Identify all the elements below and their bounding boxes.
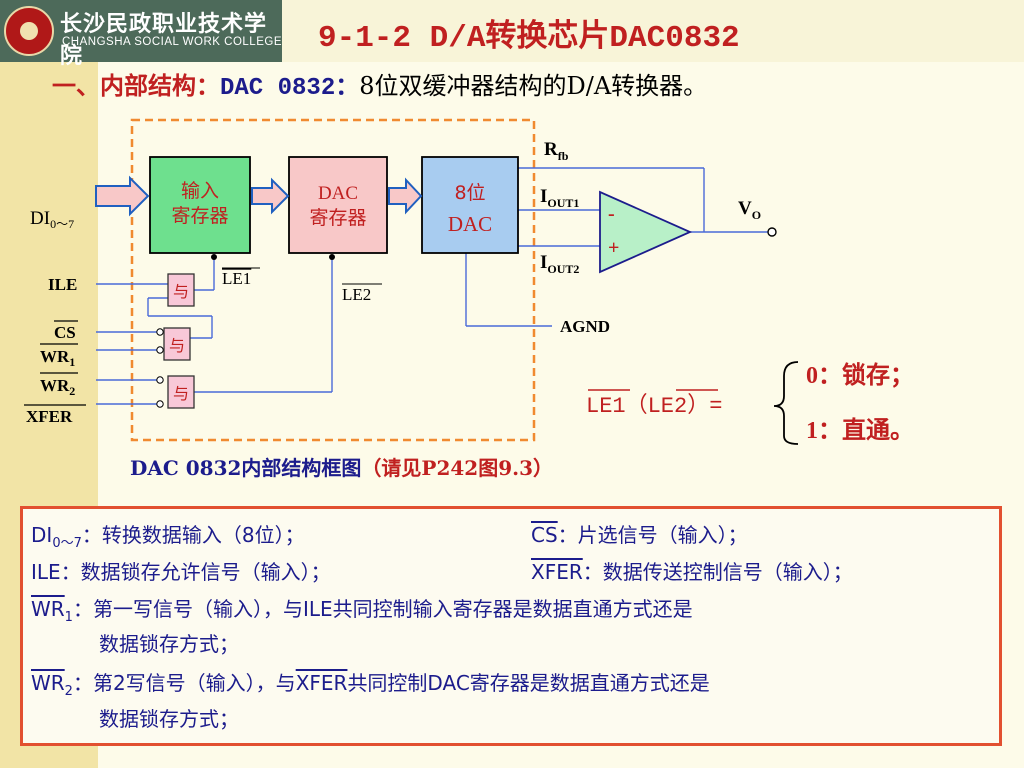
vo-text: V: [738, 198, 752, 219]
rfb-label: Rfb: [544, 139, 569, 163]
desc-wr1-sub: 1: [64, 610, 73, 625]
seal-center: [20, 22, 38, 40]
arrow-input: [95, 175, 150, 217]
desc-wr2-sig: WR: [31, 671, 65, 695]
xfer-label: XFER: [26, 407, 73, 426]
desc-xfer-sig: XFER: [531, 560, 583, 584]
slide-subtitle: 一、内部结构：DAC 0832：8位双缓冲器结构的D/A转换器。: [52, 66, 707, 102]
desc-line-1: DI0～7：转换数据输入（8位）； CS：片选信号（输入）；: [31, 519, 748, 551]
le-formula: LE1（LE2）=: [586, 394, 722, 419]
desc-wr2-text: ：第2写信号（输入），与: [72, 671, 296, 695]
desc-di-sub: 0～7: [52, 536, 82, 551]
subtitle-chip: DAC 0832：: [220, 75, 360, 102]
dac-register-label-1: DAC: [318, 183, 358, 204]
junction-dots: [156, 254, 335, 408]
desc-xfer-text: ：数据传送控制信号（输入）；: [582, 560, 853, 584]
desc-cs-item: CS：片选信号（输入）；: [531, 519, 748, 548]
arrow-reg1-reg2: [251, 177, 290, 215]
desc-cs-sig: CS: [531, 523, 558, 547]
college-logo: 长沙民政职业技术学院 CHANGSHA SOCIAL WORK COLLEGE: [0, 0, 282, 69]
desc-ile-sig: ILE: [31, 560, 61, 584]
iout2-text: I: [540, 252, 547, 273]
caption-main: DAC 0832内部结构框图: [130, 456, 362, 480]
vo-label: VO: [738, 198, 761, 222]
dac0832-block-diagram: 输入 寄存器 DAC 寄存器 8位 DAC DI0～7 - + 与 与 与 LE…: [24, 118, 914, 445]
wr1-sub: 1: [69, 355, 75, 369]
di-label: DI0～7: [30, 208, 74, 231]
desc-line-5: WR2：第2写信号（输入），与XFER共同控制DAC寄存器是数据直通方式还是: [31, 667, 710, 699]
wr1-label: WR1: [40, 347, 75, 369]
le1-label: LE1: [222, 269, 251, 288]
di-text: DI: [30, 208, 50, 229]
iout2-sub: OUT2: [547, 262, 579, 276]
input-register-label-2: 寄存器: [171, 205, 228, 227]
rfb-text: R: [544, 139, 558, 160]
desc-line-3: WR1：第一写信号（输入），与ILE共同控制输入寄存器是数据直通方式还是: [31, 593, 693, 625]
desc-ile-text: ：数据锁存允许信号（输入）；: [60, 560, 331, 584]
wr1-text: WR: [40, 347, 70, 366]
desc-line-2: ILE：数据锁存允许信号（输入）； XFER：数据传送控制信号（输入）；: [31, 556, 853, 585]
iout2-label: IOUT2: [540, 252, 579, 276]
wr2-text: WR: [40, 376, 70, 395]
dac-8bit: [421, 156, 519, 254]
college-name-cn: 长沙民政职业技术学院: [60, 12, 268, 69]
desc-di-sig: DI: [31, 523, 53, 547]
college-seal-icon: [4, 6, 54, 56]
formula-brace: [773, 361, 799, 445]
state-through: 1：直通。: [806, 417, 914, 444]
desc-wr1-text: ：第一写信号（输入），与ILE共同控制输入寄存器是数据直通方式还是: [72, 597, 693, 621]
college-name-en: CHANGSHA SOCIAL WORK COLLEGE: [62, 36, 282, 48]
desc-line-6: 数据锁存方式；: [99, 707, 239, 731]
desc-cs-text: ：片选信号（输入）；: [557, 523, 748, 547]
data-arrows: [95, 175, 423, 217]
dac-8bit-label-1: 8位: [454, 182, 485, 204]
dac-register: [288, 156, 388, 254]
wr2-label: WR2: [40, 376, 75, 398]
agnd-label: AGND: [560, 317, 610, 336]
and-gate-3: [167, 375, 195, 409]
desc-di-text: ：转换数据输入（8位）；: [81, 523, 305, 547]
iout1-label: IOUT1: [540, 186, 579, 210]
vo-sub: O: [752, 208, 761, 222]
ile-label: ILE: [48, 275, 77, 294]
slide-title: 9-1-2 D/A转换芯片DAC0832: [318, 21, 740, 56]
chip-boundary: [130, 118, 536, 442]
and-gate-2: [163, 327, 191, 361]
le2-label: LE2: [342, 285, 371, 304]
vo-terminal: [767, 227, 777, 237]
rfb-sub: fb: [558, 149, 569, 163]
opamp-minus: -: [608, 203, 615, 225]
desc-xfer-item: XFER：数据传送控制信号（输入）；: [531, 556, 853, 585]
diagram-caption: DAC 0832内部结构框图（请见P242图9.3）: [130, 452, 553, 481]
and-gate-2-label: 与: [169, 336, 185, 355]
dac-8bit-label-2: DAC: [448, 212, 492, 236]
signal-description-box: DI0～7：转换数据输入（8位）； CS：片选信号（输入）； ILE：数据锁存允…: [20, 506, 1002, 746]
and-gate-1-label: 与: [173, 282, 189, 301]
subtitle-desc: 8位双缓冲器结构的D/A转换器。: [359, 72, 708, 100]
iout1-text: I: [540, 186, 547, 207]
caption-ref: （请见P242图9.3）: [361, 456, 553, 480]
desc-line-4: 数据锁存方式；: [99, 632, 239, 656]
desc-wr1-sig: WR: [31, 597, 65, 621]
di-sub: 0～7: [50, 217, 74, 231]
input-register: [149, 156, 251, 254]
subtitle-section: 一、内部结构：: [52, 71, 220, 100]
cs-label: CS: [54, 323, 76, 342]
state-latch: 0：锁存；: [806, 361, 914, 389]
dac-register-label-2: 寄存器: [309, 207, 366, 229]
iout1-sub: OUT1: [547, 196, 579, 210]
desc-wr2-xfer: XFER: [295, 671, 348, 695]
opamp-plus: +: [608, 237, 619, 259]
arrow-reg2-dac: [388, 177, 423, 215]
desc-wr2-sub: 2: [64, 684, 73, 699]
and-gate-1: [167, 273, 195, 307]
desc-wr2-text2: 共同控制DAC寄存器是数据直通方式还是: [347, 671, 710, 695]
and-gate-3-label: 与: [173, 384, 189, 403]
input-register-label-1: 输入: [181, 180, 219, 202]
op-amp: [599, 190, 693, 274]
wr2-sub: 2: [69, 384, 75, 398]
